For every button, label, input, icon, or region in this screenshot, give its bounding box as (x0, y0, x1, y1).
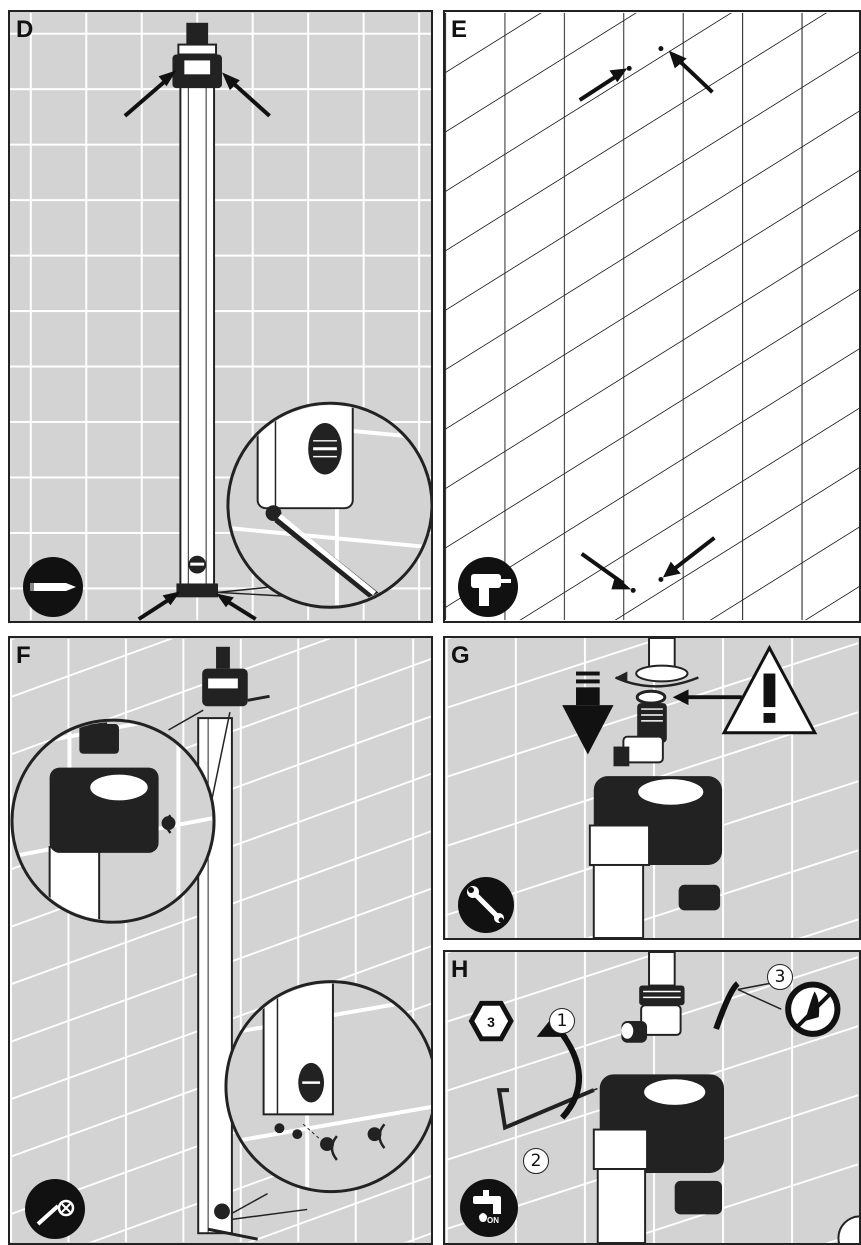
screwdriver-icon (24, 1178, 86, 1240)
step-number-3: 3 (767, 964, 793, 990)
panel-e-illustration (445, 12, 859, 621)
pencil-icon (22, 556, 84, 618)
panel-letter: F (16, 642, 31, 670)
tap-on-label: ON (487, 1216, 499, 1225)
panel-h: H 3 1 2 3 ON (443, 950, 861, 1245)
panel-letter: G (451, 642, 470, 670)
wrench-icon (457, 876, 515, 934)
panel-d: D (8, 10, 433, 623)
panel-e: E (443, 10, 861, 623)
drill-icon (457, 556, 519, 618)
step-number-2: 2 (523, 1148, 549, 1174)
panel-letter: H (451, 956, 468, 984)
panel-f-illustration (10, 638, 431, 1243)
panel-d-illustration (10, 12, 431, 621)
step-number-1: 1 (549, 1008, 575, 1034)
tap-on-icon (459, 1178, 519, 1238)
panel-letter: D (16, 16, 33, 44)
hex-size-label: 3 (481, 1014, 501, 1030)
panel-g: G (443, 636, 861, 940)
panel-letter: E (451, 16, 467, 44)
panel-f: F (8, 636, 433, 1245)
